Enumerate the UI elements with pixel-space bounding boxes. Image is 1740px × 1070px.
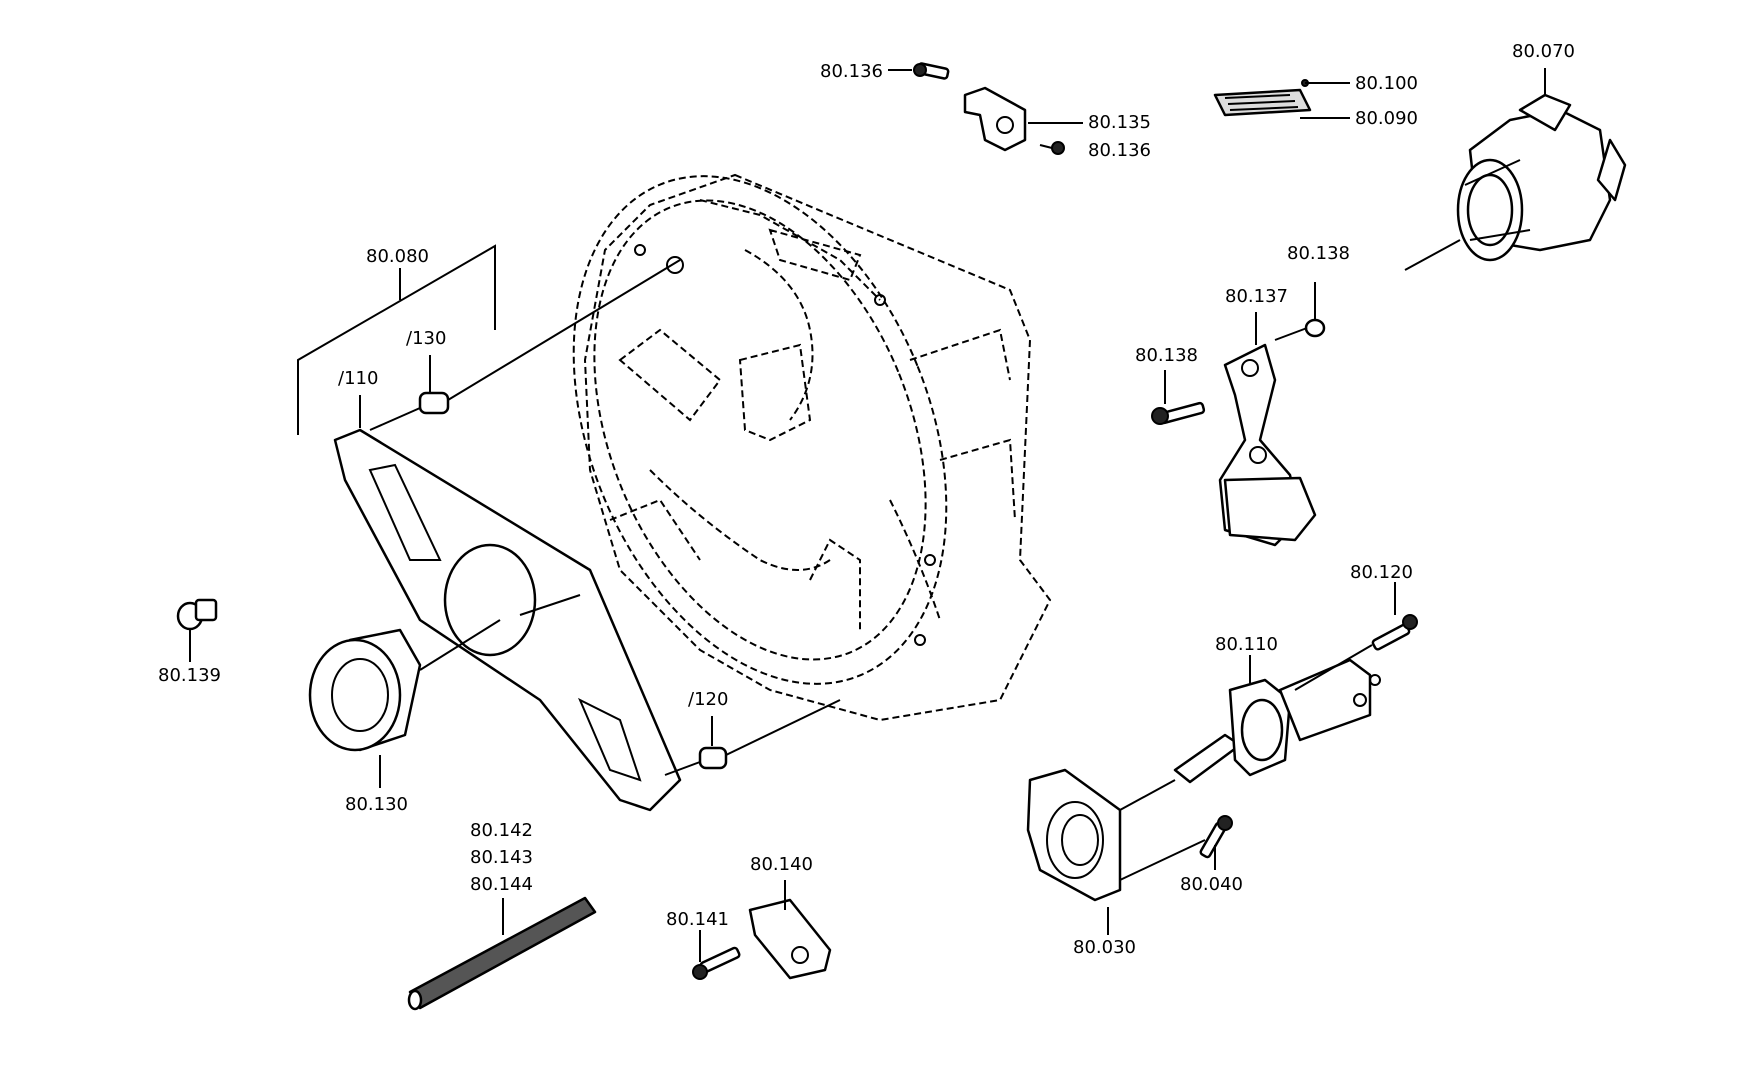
callout-80-139: 80.139 xyxy=(158,665,221,686)
callout-80-100: 80.100 xyxy=(1355,73,1418,94)
lever-80-137 xyxy=(1151,282,1326,547)
callout-130-sub: /130 xyxy=(406,328,446,349)
callout-80-136-a: 80.136 xyxy=(820,61,883,82)
callout-80-141: 80.141 xyxy=(666,909,729,930)
clutch-housing xyxy=(572,173,1052,722)
callout-80-130: 80.130 xyxy=(345,794,408,815)
callout-80-137: 80.137 xyxy=(1225,286,1288,307)
callout-120-sub: /120 xyxy=(688,689,728,710)
callout-labels: 80.136 80.135 80.136 80.100 80.090 80.07… xyxy=(158,41,1575,958)
cover-80-030 xyxy=(1026,768,1206,935)
callout-80-144: 80.144 xyxy=(470,874,533,895)
callout-80-135: 80.135 xyxy=(1088,112,1151,133)
callout-80-142: 80.142 xyxy=(470,820,533,841)
bolt-80-120 xyxy=(1294,582,1418,691)
callout-80-138-a: 80.138 xyxy=(1287,243,1350,264)
callout-80-090: 80.090 xyxy=(1355,108,1418,129)
callout-80-030: 80.030 xyxy=(1073,937,1136,958)
slave-cylinder-80-110 xyxy=(1173,655,1381,784)
callout-80-070: 80.070 xyxy=(1512,41,1575,62)
plate-80-140 xyxy=(692,880,832,980)
callout-80-138-b: 80.138 xyxy=(1135,345,1198,366)
screw-80-040 xyxy=(1199,815,1233,870)
plug-80-139 xyxy=(176,598,218,662)
callout-80-080: 80.080 xyxy=(366,246,429,267)
callout-80-143: 80.143 xyxy=(470,847,533,868)
release-fork-80-080 xyxy=(297,244,682,812)
callout-80-120: 80.120 xyxy=(1350,562,1413,583)
bracket-assembly-80-135 xyxy=(888,62,1083,155)
bush-120 xyxy=(664,699,841,776)
nameplate-80-090 xyxy=(1213,79,1350,119)
callout-110-sub: /110 xyxy=(338,368,378,389)
callout-80-040: 80.040 xyxy=(1180,874,1243,895)
rod-80-142 xyxy=(407,896,597,1011)
callout-80-136-b: 80.136 xyxy=(1088,140,1151,161)
callout-80-140: 80.140 xyxy=(750,854,813,875)
output-flange-80-070 xyxy=(1404,68,1627,271)
release-bearing-80-130 xyxy=(308,619,501,788)
callout-80-110: 80.110 xyxy=(1215,634,1278,655)
